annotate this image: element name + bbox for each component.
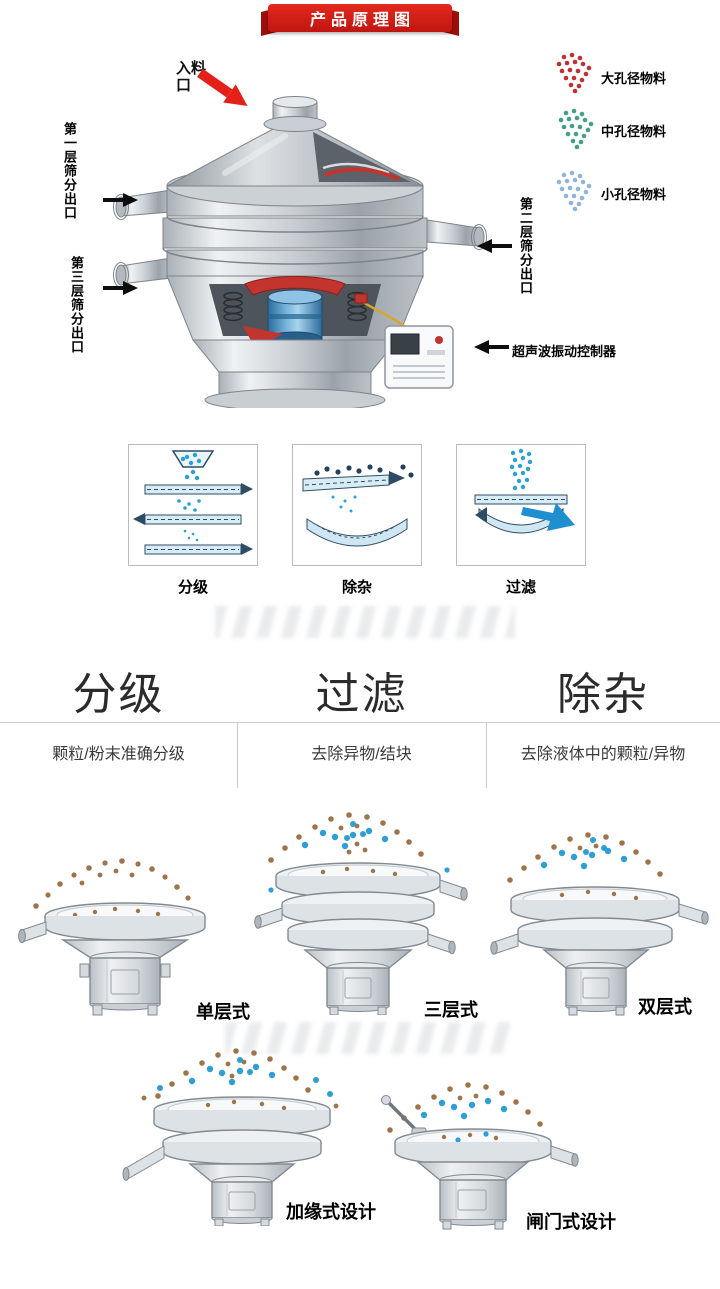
impurity-removal-box bbox=[292, 444, 422, 566]
outlet-1-label: 第一层筛分出口 bbox=[62, 122, 77, 220]
watermark bbox=[215, 606, 515, 638]
function-label-classification: 分级 bbox=[177, 579, 208, 596]
feature-title: 过滤 bbox=[315, 670, 408, 719]
feature-title: 分级 bbox=[72, 670, 165, 719]
feed-arrow-icon bbox=[197, 68, 248, 107]
legend-label-medium: 中孔径物料 bbox=[601, 124, 667, 139]
features-vertical-divider bbox=[486, 722, 487, 788]
watermark bbox=[225, 1022, 515, 1054]
outlet-3-arrow-icon bbox=[103, 281, 138, 295]
controller-label: 超声波振动控制器 bbox=[512, 344, 617, 359]
legend-label-small: 小孔径物料 bbox=[601, 187, 667, 202]
classification-diagram bbox=[133, 450, 253, 555]
page-title: 产品原理图 bbox=[268, 4, 452, 32]
outlet-3-label: 第三层筛分出口 bbox=[69, 256, 84, 354]
ultrasonic-controller bbox=[354, 293, 454, 389]
function-label-impurity-removal: 除杂 bbox=[341, 579, 372, 596]
title-ribbon: 产品原理图 bbox=[268, 4, 452, 32]
machine-double-deck-illustration bbox=[490, 832, 709, 1016]
machine-extended-rim-illustration bbox=[122, 1048, 339, 1226]
vibration-motor bbox=[267, 289, 323, 347]
features-vertical-divider bbox=[237, 722, 238, 788]
features-divider bbox=[0, 722, 720, 723]
feature-desc: 去除异物/结块 bbox=[311, 746, 412, 763]
machine-type-label: 三层式 bbox=[424, 1000, 478, 1020]
function-label-filtration: 过滤 bbox=[505, 579, 536, 596]
feed-inlet-label: 入料口 bbox=[176, 60, 207, 94]
machine-type-label: 加缘式设计 bbox=[286, 1202, 376, 1222]
outlet-1-arrow-icon bbox=[103, 193, 138, 207]
legend-dots-small-icon bbox=[556, 170, 592, 212]
feature-title: 除杂 bbox=[557, 670, 649, 719]
machine-type-label: 双层式 bbox=[638, 997, 692, 1017]
legend-dots-medium-icon bbox=[558, 108, 594, 150]
legend-label-large: 大孔径物料 bbox=[601, 71, 667, 86]
machine-type-label: 闸门式设计 bbox=[526, 1212, 616, 1232]
main-machine-illustration bbox=[113, 96, 487, 408]
machine-gate-type-illustration bbox=[381, 1082, 579, 1230]
machine-single-deck-illustration bbox=[18, 858, 206, 1016]
legend-dots-large-icon bbox=[556, 52, 592, 94]
outlet-2-label: 第二层筛分出口 bbox=[518, 197, 533, 295]
outlet-2-arrow-icon bbox=[477, 239, 512, 253]
machine-type-label: 单层式 bbox=[196, 1002, 250, 1022]
controller-arrow-icon bbox=[474, 340, 509, 354]
feature-desc: 去除液体中的颗粒/异物 bbox=[520, 746, 686, 763]
filtration-box bbox=[456, 444, 586, 566]
classification-box bbox=[128, 444, 258, 566]
impurity-removal-diagram bbox=[302, 464, 414, 547]
filtration-diagram bbox=[474, 448, 575, 534]
feed-inlet bbox=[263, 96, 327, 132]
feature-desc: 颗粒/粉末准确分级 bbox=[52, 746, 185, 763]
machine-three-deck-illustration bbox=[254, 812, 468, 1015]
